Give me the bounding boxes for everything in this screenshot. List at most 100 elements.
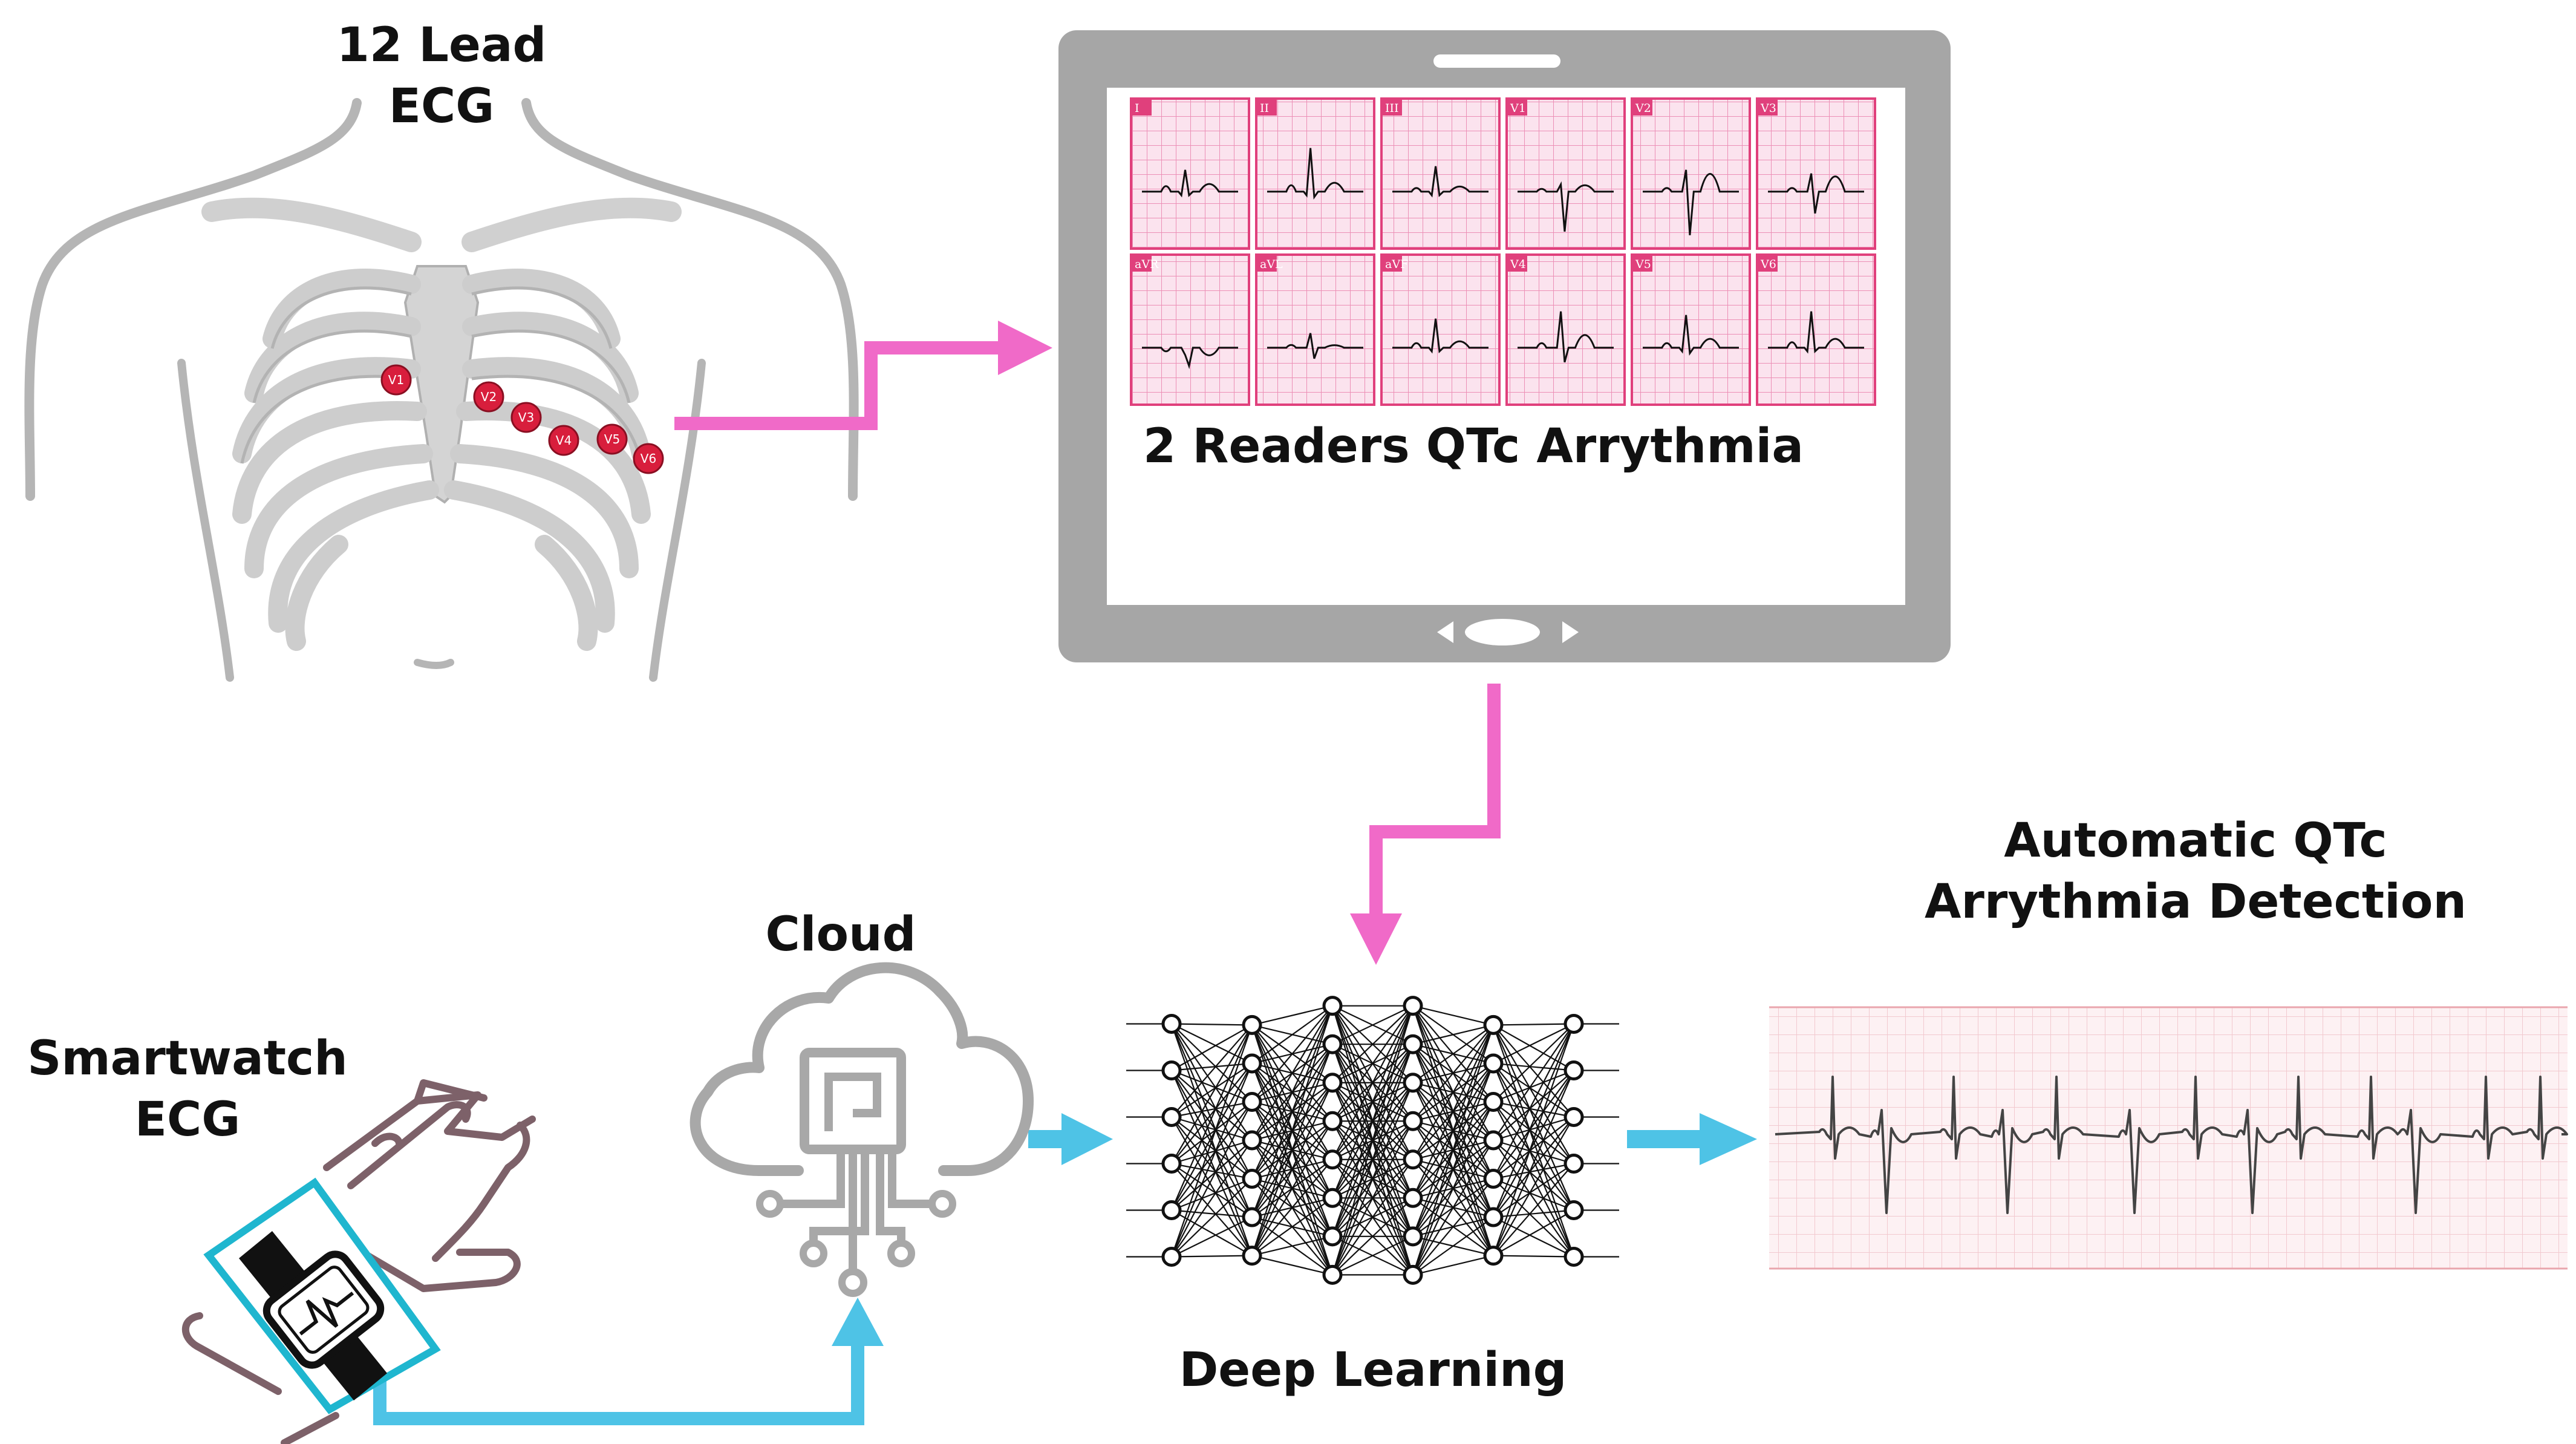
rib-cage-illustration <box>201 197 682 651</box>
nn-node-layer-6 <box>1564 1060 1584 1080</box>
ecg-lead-label: V2 <box>1635 102 1651 115</box>
electrode-label: V4 <box>556 433 572 448</box>
ecg-lead-label: V5 <box>1635 258 1651 271</box>
nn-node-layer-5 <box>1483 1207 1504 1227</box>
nn-node-layer-2 <box>1242 1053 1262 1074</box>
electrode-label: V3 <box>518 410 534 425</box>
ecg-lead-label: V6 <box>1760 258 1776 271</box>
ecg-lead-i: I <box>1130 97 1250 250</box>
twelve-lead-ecg-title: 12 Lead ECG <box>315 15 569 138</box>
output-line2: Arrythmia Detection <box>1925 875 2467 930</box>
ecg-lead-label: aVL <box>1260 258 1283 271</box>
nn-node-layer-3 <box>1322 1073 1343 1093</box>
neural-network-icon <box>1126 996 1619 1285</box>
nn-node-layer-6 <box>1564 1200 1584 1220</box>
tablet-forward-icon <box>1562 621 1579 643</box>
arrow-ecg-to-tablet <box>674 321 1052 430</box>
electrode-label: V2 <box>481 390 497 404</box>
nn-node-layer-4 <box>1403 1188 1423 1208</box>
nn-node-layer-2 <box>1242 1091 1262 1112</box>
nn-node-layer-1 <box>1161 1200 1182 1220</box>
nn-node-layer-6 <box>1564 1014 1584 1034</box>
electrode-label: V6 <box>641 451 656 466</box>
cloud-icon <box>690 962 1034 1297</box>
ecg-lead-trace <box>1518 181 1614 232</box>
ecg-lead-ii: II <box>1255 97 1375 250</box>
nn-node-layer-4 <box>1403 1111 1423 1131</box>
electrode-v6: V6 <box>633 443 664 474</box>
ecg-lead-avl: aVL <box>1255 253 1375 406</box>
nn-node-layer-3 <box>1322 1111 1343 1131</box>
smartwatch-ecg-title: Smartwatch ECG <box>12 1028 363 1151</box>
nn-node-layer-4 <box>1403 1034 1423 1054</box>
nn-node-layer-3 <box>1322 1034 1343 1054</box>
nn-node-layer-6 <box>1564 1247 1584 1267</box>
nn-node-layer-6 <box>1564 1107 1584 1127</box>
ecg-lead-trace <box>1643 169 1739 235</box>
electrode-v3: V3 <box>510 402 542 433</box>
nn-node-layer-1 <box>1161 1154 1182 1174</box>
smartwatch-line2: ECG <box>134 1093 241 1148</box>
nn-node-layer-2 <box>1242 1246 1262 1266</box>
ecg-lead-v6: V6 <box>1756 253 1876 406</box>
ecg-lead-label: II <box>1260 102 1269 115</box>
deep-learning-label: Deep Learning <box>1179 1343 1567 1397</box>
nn-node-layer-5 <box>1483 1014 1504 1035</box>
nn-node-layer-4 <box>1403 1264 1423 1285</box>
nn-node-layer-3 <box>1322 1226 1343 1247</box>
nn-node-layer-5 <box>1483 1091 1504 1112</box>
nn-node-layer-2 <box>1242 1130 1262 1151</box>
nn-node-layer-4 <box>1403 996 1423 1016</box>
ecg-lead-v5: V5 <box>1631 253 1751 406</box>
ecg-lead-label: V4 <box>1510 258 1526 271</box>
ecg-lead-label: III <box>1385 102 1399 115</box>
ecg-lead-trace <box>1643 315 1739 356</box>
nn-node-layer-3 <box>1322 996 1343 1016</box>
nn-node-layer-3 <box>1322 1149 1343 1170</box>
ecg-lead-label: I <box>1135 102 1140 115</box>
nn-node-layer-2 <box>1242 1169 1262 1189</box>
arrow-watch-to-cloud <box>373 1298 884 1425</box>
tablet-caption: 2 Readers QTc Arrythmia <box>1143 419 1804 474</box>
nn-node-layer-5 <box>1483 1130 1504 1151</box>
ecg-lead-trace <box>1267 333 1363 359</box>
ecg-lead-trace <box>1267 148 1363 200</box>
ecg-lead-trace <box>1518 311 1614 363</box>
nn-node-layer-6 <box>1564 1154 1584 1174</box>
nn-node-layer-4 <box>1403 1073 1423 1093</box>
electrode-label: V5 <box>604 432 620 446</box>
arrow-deep-learning-to-output <box>1627 1113 1757 1165</box>
ecg-lead-v1: V1 <box>1505 97 1626 250</box>
nn-node-layer-1 <box>1161 1107 1182 1127</box>
nn-node-layer-3 <box>1322 1264 1343 1285</box>
nn-node-layer-3 <box>1322 1188 1343 1208</box>
nn-node-layer-4 <box>1403 1226 1423 1247</box>
smartwatch-line1: Smartwatch <box>27 1031 348 1086</box>
cloud-label: Cloud <box>765 907 916 962</box>
ecg-lead-label: aVF <box>1385 258 1408 271</box>
watch-face <box>262 1250 385 1369</box>
nn-node-layer-5 <box>1483 1053 1504 1074</box>
ecg-lead-v2: V2 <box>1631 97 1751 250</box>
nn-node-layer-2 <box>1242 1014 1262 1035</box>
nn-node-layer-1 <box>1161 1014 1182 1034</box>
ecg-lead-v4: V4 <box>1505 253 1626 406</box>
tablet-back-icon <box>1437 621 1453 643</box>
electrode-v4: V4 <box>548 425 579 456</box>
ecg-lead-iii: III <box>1380 97 1501 250</box>
ecg-lead-label: aVR <box>1135 258 1159 271</box>
ecg-lead-avr: aVR <box>1130 253 1250 406</box>
nn-node-layer-1 <box>1161 1060 1182 1080</box>
output-title: Automatic QTc Arrythmia Detection <box>1893 811 2498 933</box>
electrode-v5: V5 <box>596 423 628 455</box>
ecg-lead-trace <box>1142 347 1238 370</box>
nn-node-layer-5 <box>1483 1169 1504 1189</box>
electrode-v1: V1 <box>380 364 412 396</box>
chest-torso-illustration <box>24 98 859 682</box>
nn-node-layer-2 <box>1242 1207 1262 1227</box>
nn-node-layer-4 <box>1403 1149 1423 1170</box>
nn-node-layer-1 <box>1161 1247 1182 1267</box>
ecg-lead-trace <box>1392 166 1489 198</box>
